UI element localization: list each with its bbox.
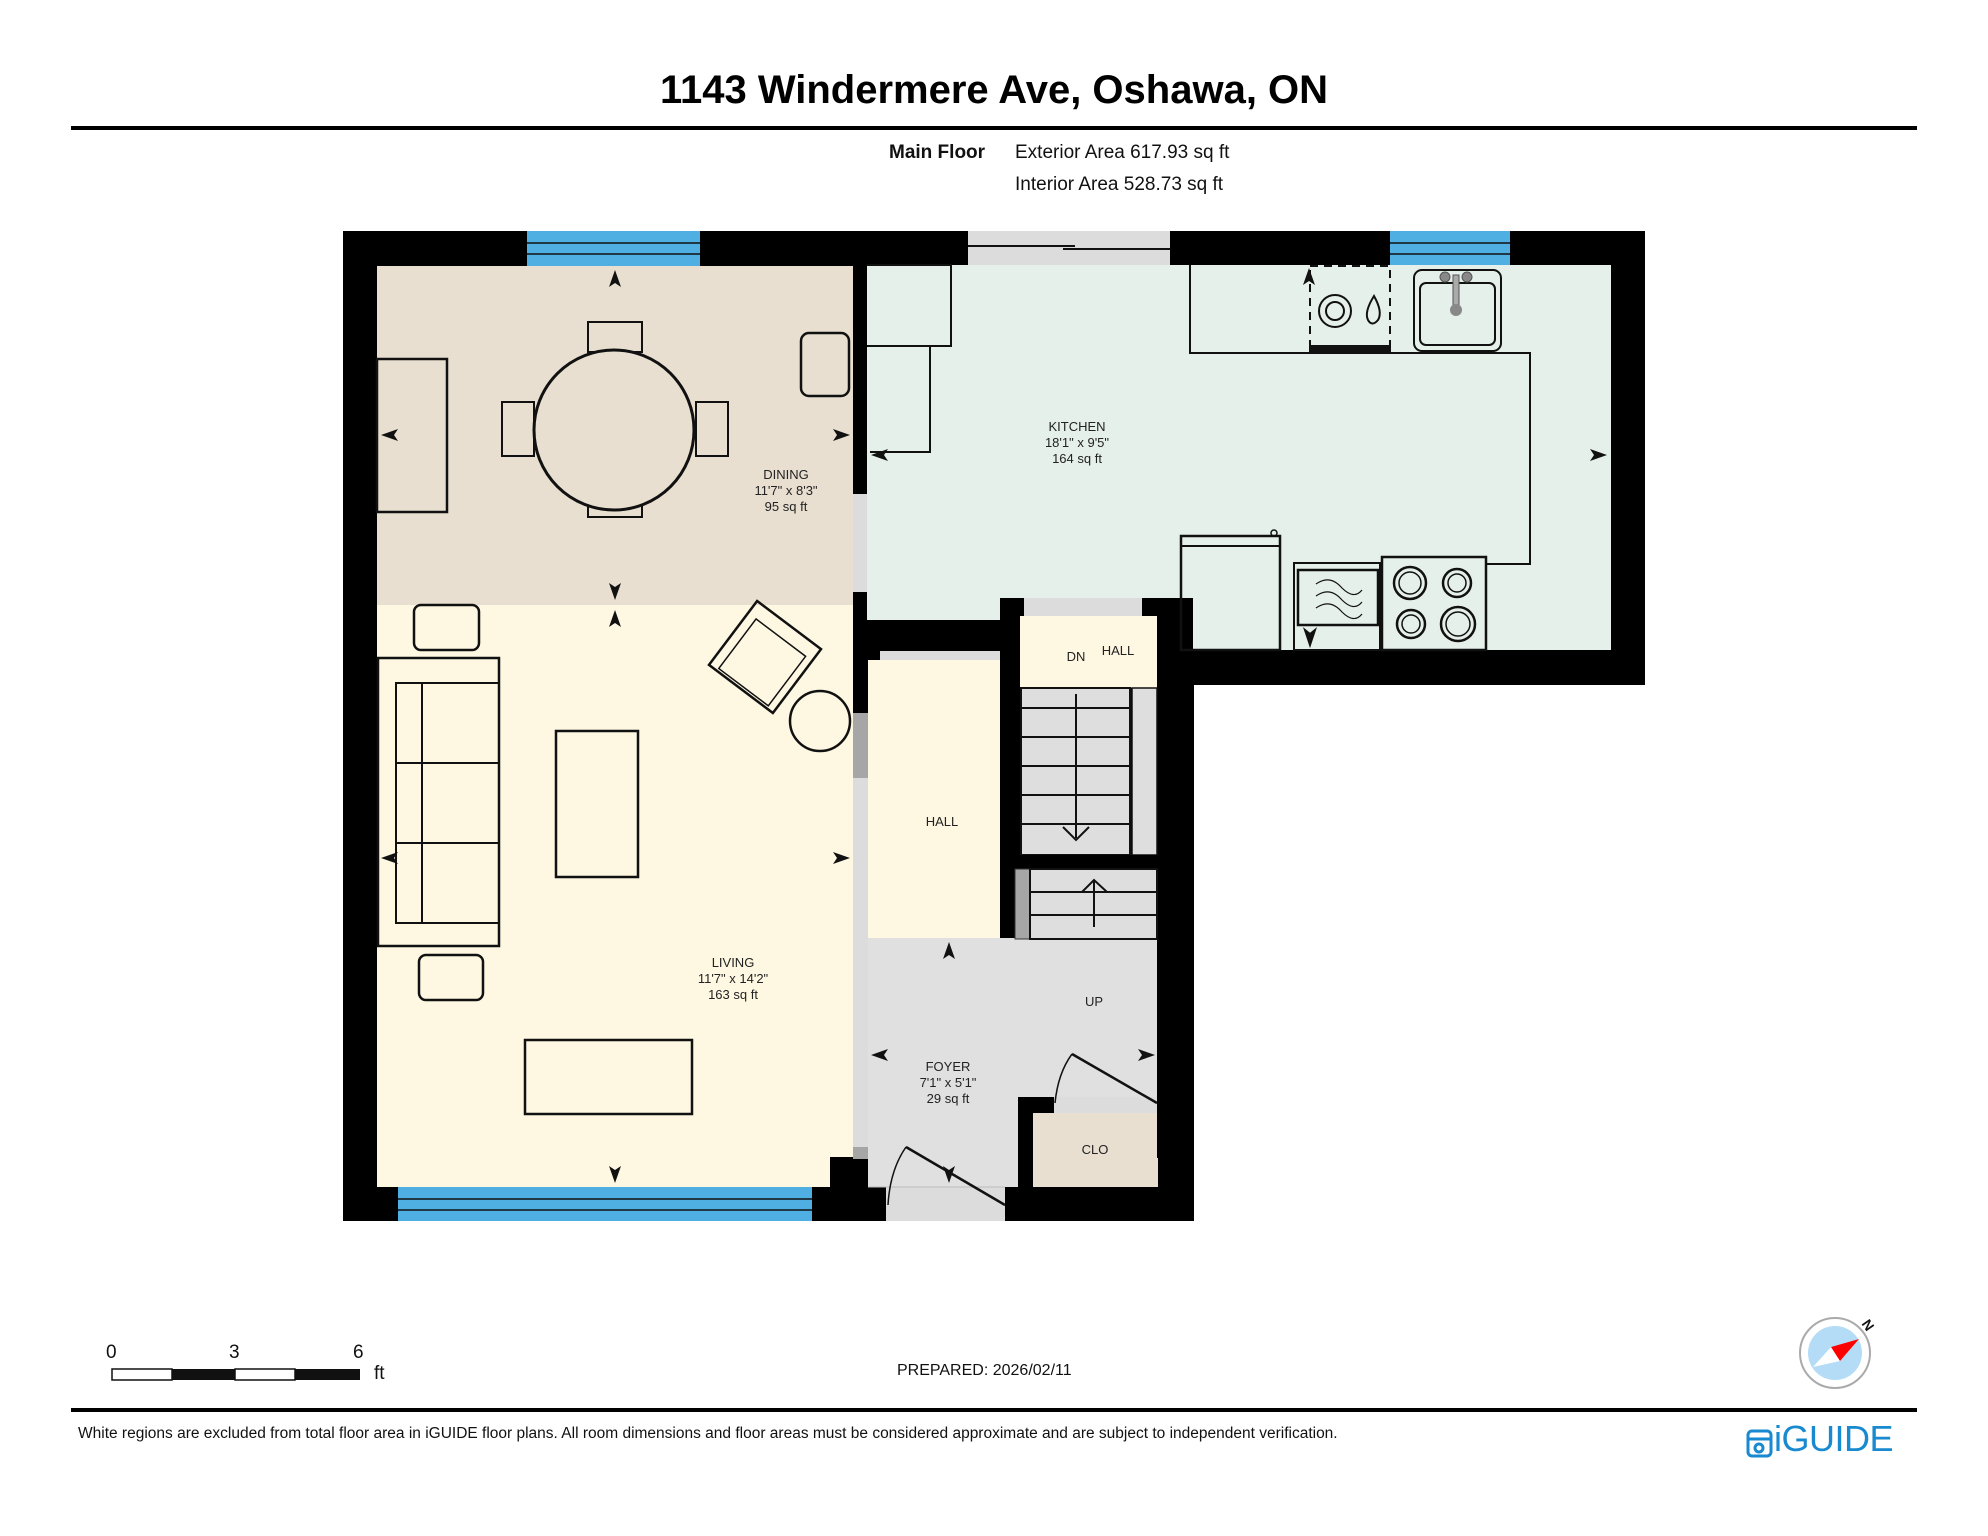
disclaimer-text: White regions are excluded from total fl…: [78, 1425, 1338, 1442]
closet-room[interactable]: [1033, 1113, 1158, 1187]
kitchen-cabinets: [867, 264, 1531, 565]
window-living: [398, 1187, 812, 1221]
label-closet: CLO: [1082, 1142, 1109, 1157]
label-stairs-down: DN: [1067, 649, 1086, 664]
armchair: [707, 599, 823, 715]
window-dining: [527, 231, 700, 266]
interior-area: Interior Area 528.73 sq ft: [1015, 174, 1224, 195]
label-hall: HALL: [926, 814, 959, 829]
label-foyer: FOYER 7'1" x 5'1" 29 sq ft: [920, 1059, 977, 1106]
label-dining: DINING 11'7" x 8'3" 95 sq ft: [754, 467, 817, 514]
living-room[interactable]: [377, 605, 854, 1187]
sink: [1413, 269, 1502, 352]
svg-text:11'7" x 8'3": 11'7" x 8'3": [754, 483, 817, 498]
hall-room[interactable]: [868, 660, 1015, 938]
header-rule: [71, 126, 1917, 130]
dimension-arrows: [381, 268, 1607, 1183]
refrigerator: [1179, 529, 1282, 652]
label-kitchen: KITCHEN 18'1" x 9'5" 164 sq ft: [1045, 419, 1109, 466]
entry-door[interactable]: [868, 1145, 1006, 1221]
svg-text:163 sq ft: 163 sq ft: [708, 987, 758, 1002]
upper-hall-room[interactable]: [1020, 616, 1157, 688]
sofa: [376, 656, 501, 948]
tv-stand: [523, 1038, 694, 1116]
ottoman-top: [412, 603, 481, 652]
dining-kitchen-opening: [853, 494, 867, 592]
scale-bar: [111, 1368, 360, 1381]
microwave-oven: [1293, 562, 1381, 651]
svg-text:164 sq ft: 164 sq ft: [1052, 451, 1102, 466]
stairs-up[interactable]: [1014, 868, 1158, 940]
svg-text:DINING: DINING: [763, 467, 809, 482]
label-upper-hall: HALL: [1102, 643, 1135, 658]
label-living: LIVING 11'7" x 14'2" 163 sq ft: [698, 955, 769, 1002]
scale-label-3: 3: [229, 1342, 240, 1363]
scale-unit: ft: [374, 1363, 385, 1384]
dining-sideboard: [375, 357, 449, 514]
svg-text:KITCHEN: KITCHEN: [1048, 419, 1105, 434]
svg-text:7'1" x 5'1": 7'1" x 5'1": [920, 1075, 977, 1090]
svg-text:29 sq ft: 29 sq ft: [927, 1091, 970, 1106]
compass-icon: [1799, 1317, 1871, 1389]
page-title: 1143 Windermere Ave, Oshawa, ON: [659, 68, 1329, 112]
iguide-logo-icon: [1746, 1429, 1773, 1458]
dishwasher: [1309, 265, 1391, 354]
iguide-logo[interactable]: iGUIDE: [1774, 1418, 1894, 1459]
exterior-area: Exterior Area 617.93 sq ft: [1015, 142, 1230, 163]
svg-text:18'1" x 9'5": 18'1" x 9'5": [1045, 435, 1109, 450]
svg-text:11'7" x 14'2": 11'7" x 14'2": [698, 971, 769, 986]
dining-table: [501, 321, 729, 518]
side-table: [788, 689, 852, 753]
stairs-down[interactable]: [1020, 687, 1158, 856]
kitchen-room[interactable]: [867, 265, 1611, 650]
prepared-date: PREPARED: 2026/02/11: [897, 1362, 1072, 1379]
scale-label-0: 0: [106, 1342, 117, 1363]
floor-name: Main Floor: [889, 142, 986, 163]
label-stairs-up: UP: [1085, 994, 1103, 1009]
window-kitchen: [1390, 231, 1510, 265]
stove: [1380, 555, 1488, 652]
coffee-table: [554, 729, 640, 879]
svg-text:LIVING: LIVING: [712, 955, 755, 970]
ottoman-bottom: [417, 953, 485, 1002]
closet-door[interactable]: [1054, 1052, 1158, 1105]
scale-label-6: 6: [353, 1342, 364, 1363]
svg-text:95 sq ft: 95 sq ft: [765, 499, 808, 514]
living-hall-opening: [853, 778, 868, 1147]
svg-text:FOYER: FOYER: [926, 1059, 971, 1074]
dining-chair: [799, 331, 851, 398]
sliding-door[interactable]: [968, 231, 1170, 265]
